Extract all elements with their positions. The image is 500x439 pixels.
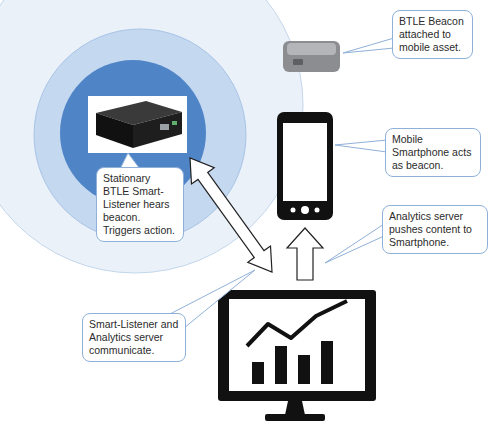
callout-text: Stationary BTLE Smart-Listener hears bea… [103,172,177,237]
callout-text: Mobile Smartphone acts as beacon. [392,133,474,172]
callout-box: Analytics server pushes content to Smart… [382,205,488,254]
chart-bar [321,341,333,384]
callout-tail [343,38,394,53]
up-arrow [287,228,323,280]
smartphone-button [301,206,309,214]
beacon-top [287,43,336,55]
chart-bar [275,346,287,384]
double-arrow [190,158,272,272]
monitor-bezel [218,290,376,401]
monitor-neck [285,401,305,415]
outer-range-circle [0,0,303,273]
device-front-face [96,113,133,148]
smartphone-screen [283,123,327,201]
callout-tail [325,224,384,263]
callout-text: BTLE Beacon attached to mobile asset. [399,15,466,54]
chart-bar [298,355,310,384]
monitor-base [265,414,325,421]
device-led [172,121,177,125]
beacon-body [283,41,340,72]
smartphone-button [315,208,320,213]
callout-tail [335,140,387,152]
device-side-face [133,112,182,148]
callout-box: Smart-Listener and Analytics server comm… [82,313,186,362]
beacon-slot [293,59,303,65]
smartphone-body [277,112,333,220]
chart-line [247,301,347,346]
device-photo-frame [88,96,187,153]
device-port [160,124,169,130]
callout-box: Stationary BTLE Smart-Listener hears bea… [96,167,184,242]
callout-text: Analytics server pushes content to Smart… [389,210,481,249]
smartphone-button [291,208,296,213]
callout-box: Mobile Smartphone acts as beacon. [385,128,481,177]
middle-range-circle [34,29,246,241]
chart-bar [252,362,264,384]
callout-box: BTLE Beacon attached to mobile asset. [392,10,473,59]
callout-text: Smart-Listener and Analytics server comm… [89,318,179,357]
monitor-screen [229,299,365,391]
